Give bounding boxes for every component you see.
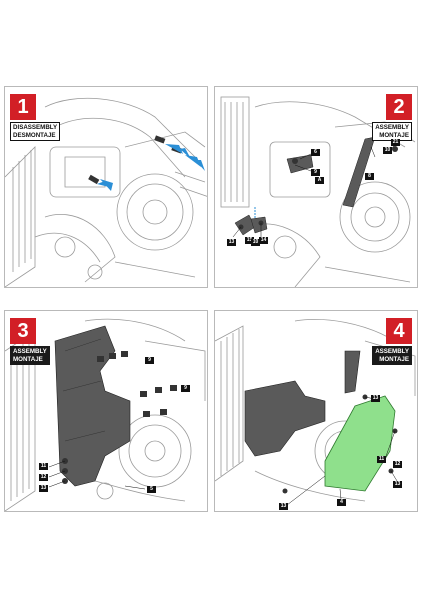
step-number-badge: 2 bbox=[386, 94, 412, 120]
step-number-badge: 3 bbox=[10, 318, 36, 344]
part-callout: 11 bbox=[39, 463, 48, 470]
part-callout: 13 bbox=[227, 239, 236, 246]
part-callout: 12 bbox=[393, 461, 402, 468]
part-callout: 4 bbox=[337, 499, 346, 506]
part-callout: 15 bbox=[245, 237, 254, 244]
label-line-desmontaje: DESMONTAJE bbox=[13, 131, 56, 139]
part-callout: 13 bbox=[39, 485, 48, 492]
step-1-illustration bbox=[5, 97, 207, 287]
part-callout: 13 bbox=[371, 395, 380, 402]
part-callout: 14 bbox=[259, 237, 268, 244]
step-2-panel: 2 ASSEMBLY MONTAJE 6 9 A 8 21 10 14 15 1… bbox=[214, 86, 418, 288]
label-line-disassembly: DISASSEMBLY bbox=[13, 124, 58, 131]
step-number-badge: 4 bbox=[386, 318, 412, 344]
part-callout: 13 bbox=[279, 503, 288, 510]
part-callout: 9 bbox=[311, 169, 320, 176]
part-callout: A bbox=[315, 177, 324, 184]
part-callout: 11 bbox=[377, 456, 386, 463]
part-callout: 8 bbox=[365, 173, 374, 180]
step-4-illustration bbox=[215, 319, 416, 506]
part-callout: 6 bbox=[311, 149, 320, 156]
step-1-panel: 1 DISASSEMBLY DESMONTAJE bbox=[4, 86, 208, 288]
label-line-assembly: ASSEMBLY bbox=[13, 348, 47, 355]
label-line-assembly: ASSEMBLY bbox=[375, 124, 409, 131]
step-label: DISASSEMBLY DESMONTAJE bbox=[10, 122, 61, 142]
label-line-montaje: MONTAJE bbox=[379, 131, 409, 139]
step-label: ASSEMBLY MONTAJE bbox=[372, 346, 412, 366]
step-2-illustration bbox=[220, 96, 416, 287]
part-callout: 9 bbox=[181, 385, 190, 392]
part-callout: 13 bbox=[393, 481, 402, 488]
step-4-panel: 4 ASSEMBLY MONTAJE 13 11 12 13 4 13 bbox=[214, 310, 418, 512]
part-callout: 12 bbox=[39, 474, 48, 481]
part-callout: 5 bbox=[147, 486, 156, 493]
label-line-montaje: MONTAJE bbox=[13, 355, 43, 363]
step-3-panel: 3 ASSEMBLY MONTAJE 9 9 11 12 13 5 bbox=[4, 310, 208, 512]
label-line-montaje: MONTAJE bbox=[379, 355, 409, 363]
label-line-assembly: ASSEMBLY bbox=[375, 348, 409, 355]
step-label: ASSEMBLY MONTAJE bbox=[10, 346, 50, 366]
part-callout: 21 bbox=[391, 139, 400, 146]
part-callout: 10 bbox=[251, 239, 260, 246]
part-callout: 10 bbox=[383, 147, 392, 154]
step-number-badge: 1 bbox=[10, 94, 36, 120]
part-callout: 9 bbox=[145, 357, 154, 364]
